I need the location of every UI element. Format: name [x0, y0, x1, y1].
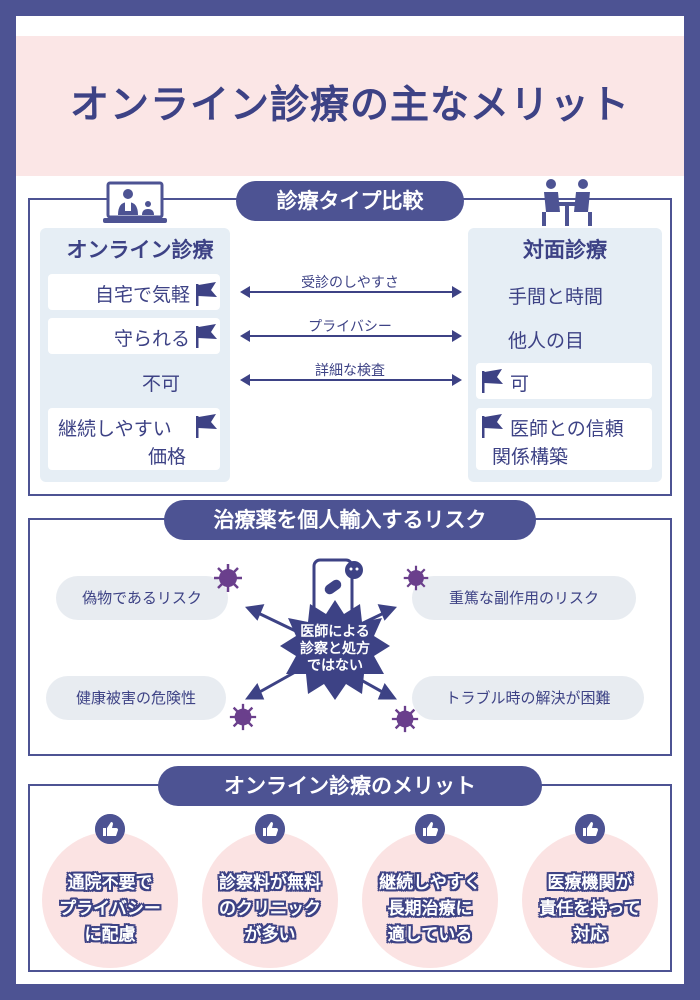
flag-icon — [196, 324, 217, 348]
page-title: オンライン診療の主なメリット — [69, 83, 630, 128]
inperson-item-4: 医師との信頼 関係構築 — [476, 408, 652, 470]
virus-icon — [391, 705, 419, 733]
header-banner: オンライン診療の主なメリット — [16, 36, 684, 176]
virus-icon — [214, 564, 242, 592]
infographic-page: オンライン診療の主なメリット 診療タイプ比較 オンライン診療 自宅で気軽 守られ… — [16, 16, 684, 984]
thumbs-up-icon — [575, 814, 605, 844]
online-item-4: 継続しやすい 価格 — [48, 408, 220, 470]
thumbs-up-icon — [95, 814, 125, 844]
merit-item-1-text: 通院不要で プライバシー に配慮 — [59, 873, 161, 945]
merit-item-2: 診察料が無料 のクリニック が多い — [202, 814, 338, 968]
inperson-item-2-text: 他人の目 — [508, 330, 585, 352]
criteria-label-3: 詳細な検査 — [315, 363, 385, 379]
risk-item-2: 重篤な副作用のリスク — [412, 576, 636, 620]
face-to-face-icon — [542, 179, 592, 226]
flag-icon — [196, 282, 217, 306]
inperson-item-1-text: 手間と時間 — [508, 286, 604, 308]
inperson-item-3-text: 可 — [510, 373, 530, 395]
virus-icon — [403, 565, 429, 591]
merit-item-3: 継続しやすく 長期治療に 適している — [362, 814, 498, 968]
inperson-item-4-text-2: 関係構築 — [492, 446, 569, 468]
flag-icon — [196, 414, 217, 438]
merit-item-1: 通院不要で プライバシー に配慮 — [42, 814, 178, 968]
criteria-label-2: プライバシー — [308, 319, 392, 335]
online-doctor-icon — [103, 181, 167, 223]
online-item-2-text: 守られる — [113, 328, 190, 350]
comparison-heading: 診療タイプ比較 — [236, 181, 464, 221]
online-item-3-text: 不可 — [142, 373, 181, 395]
online-item-1-text: 自宅で気軽 — [94, 284, 190, 306]
merits-heading: オンライン診療のメリット — [158, 766, 542, 806]
merit-item-3-text: 継続しやすく 長期治療に 適している — [379, 873, 481, 945]
smartphone-icon — [312, 558, 363, 628]
risk-center-line-2: 診察と処方 — [300, 641, 370, 657]
flag-icon — [482, 414, 503, 438]
online-item-4-text: 継続しやすい — [58, 418, 172, 440]
merit-item-4: 医療機関が 責任を持って 対応 — [522, 814, 658, 968]
online-item-4-text-2: 価格 — [148, 446, 187, 468]
risk-item-3: 健康被害の危険性 — [46, 676, 226, 720]
merit-item-2-text: 診察料が無料 のクリニック が多い — [219, 873, 321, 945]
double-arrow-icon — [240, 286, 462, 298]
virus-icon — [229, 703, 257, 731]
online-item-1: 自宅で気軽 — [48, 274, 220, 310]
inperson-item-4-text: 医師との信頼 — [510, 418, 624, 440]
risk-item-4: トラブル時の解決が困難 — [412, 676, 644, 720]
thumbs-up-icon — [255, 814, 285, 844]
online-item-2: 守られる — [48, 318, 220, 354]
inperson-item-3: 可 — [476, 363, 652, 399]
thumbs-up-icon — [415, 814, 445, 844]
risk-center-line-3: ではない — [307, 658, 363, 674]
double-arrow-icon — [240, 330, 462, 342]
double-arrow-icon — [240, 374, 462, 386]
online-column-title: オンライン診療 — [66, 238, 214, 262]
risk-item-1: 偽物であるリスク — [56, 576, 228, 620]
starburst-badge — [280, 600, 390, 700]
criteria-label-1: 受診のしやすさ — [301, 275, 399, 291]
merit-item-4-text: 医療機関が 責任を持って 対応 — [539, 873, 641, 945]
flag-icon — [482, 369, 503, 393]
risk-center-line-1: 医師による — [300, 624, 370, 640]
risk-center-text: 医師による 診察と処方 ではない — [278, 624, 392, 675]
risk-heading: 治療薬を個人輸入するリスク — [164, 500, 536, 540]
inperson-column-title: 対面診療 — [523, 238, 607, 262]
